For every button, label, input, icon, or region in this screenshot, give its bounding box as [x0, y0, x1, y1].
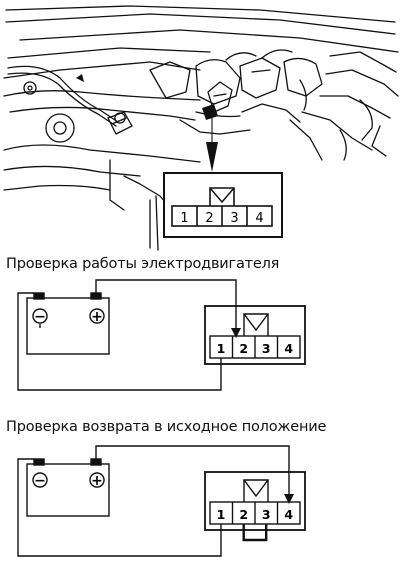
- svg-text:−: −: [34, 473, 46, 489]
- connector-pin-4: 4: [255, 211, 263, 226]
- connector-pin-1: 1: [180, 211, 188, 226]
- motor-connector: [204, 305, 306, 365]
- pin-1-label: 1: [217, 507, 226, 522]
- battery-negative-terminal: [32, 308, 48, 324]
- caption-motor-test: Проверка работы электродвигателя: [6, 256, 280, 272]
- connector-pin-2: 2: [205, 211, 213, 226]
- pin-1-label: 1: [217, 341, 226, 356]
- jumper-pin-2-pin-3: [242, 524, 268, 542]
- wiring-diagram-motor-test: − + 1 2 3 4: [17, 279, 306, 391]
- connector-callout: 1 2 3 4: [163, 172, 283, 238]
- battery: [26, 463, 110, 517]
- pin-4-label: 4: [284, 341, 293, 356]
- battery-negative-terminal: [32, 472, 48, 488]
- connector-pin-3: 3: [230, 211, 238, 226]
- battery: [26, 297, 110, 355]
- battery-positive-terminal: [89, 472, 105, 488]
- svg-text:+: +: [91, 473, 103, 489]
- svg-text:−: −: [34, 309, 46, 325]
- wire-negative-to-pin-1: [17, 292, 222, 391]
- wire-positive-to-pin-4: [95, 445, 290, 498]
- wire-negative-to-pin-1: [17, 458, 222, 557]
- pin-4-label: 4: [284, 507, 293, 522]
- wire-positive-to-pin-2: [95, 279, 237, 332]
- svg-text:+: +: [91, 309, 103, 325]
- pin-3-label: 3: [262, 341, 271, 356]
- battery-positive-terminal: [89, 308, 105, 324]
- pin-2-label: 2: [239, 507, 248, 522]
- caption-return-test: Проверка возврата в исходное положение: [6, 419, 327, 435]
- pin-2-label: 2: [239, 341, 248, 356]
- wiring-diagram-return-test: − + 1 2 3 4: [17, 445, 306, 557]
- pin-3-label: 3: [262, 507, 271, 522]
